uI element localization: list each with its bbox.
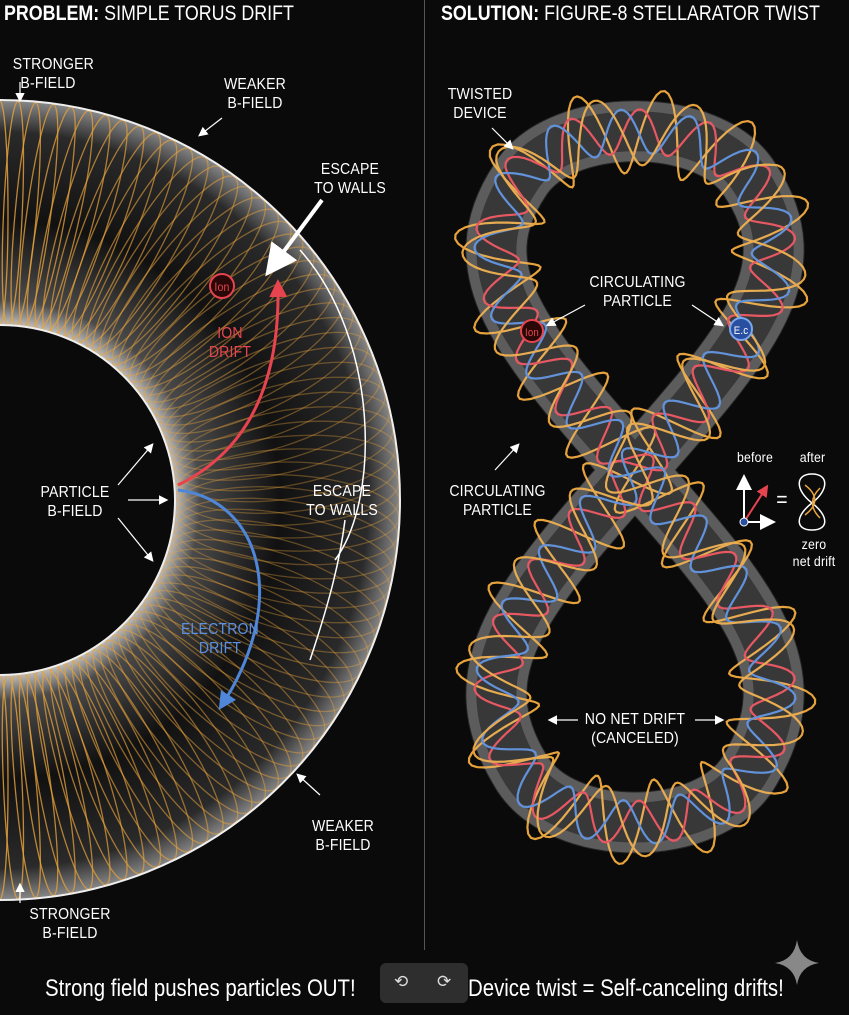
undo-redo-controls: ⟲ ⟳ — [380, 963, 468, 1003]
equals-sign: = — [776, 487, 788, 512]
label-before: before — [737, 449, 773, 465]
right-panel-title: SOLUTION: FIGURE-8 STELLARATOR TWIST — [441, 2, 820, 25]
undo-icon[interactable]: ⟲ — [394, 972, 409, 991]
after-figure8-icon — [798, 473, 826, 531]
sparkle-icon — [775, 940, 819, 985]
ion-particle — [209, 273, 235, 299]
particle-orbit — [454, 89, 817, 866]
escape-arrow-lower — [309, 519, 346, 661]
particle-orbit — [461, 99, 807, 858]
footer-right-caption: Device twist = Self-canceling drifts! — [468, 975, 784, 1002]
torus-outer-edge — [0, 99, 401, 901]
label-no-net-drift: NO NET DRIFT(CANCELED) — [584, 711, 686, 747]
right-pointer-arrows — [491, 127, 725, 725]
before-vectors-icon — [736, 474, 776, 530]
electron-particle — [729, 317, 753, 341]
escape-arrow-curve — [299, 249, 367, 561]
label-pointer-arrows — [15, 82, 321, 903]
redo-icon[interactable]: ⟳ — [437, 972, 452, 991]
left-panel-title: PROBLEM: SIMPLE TORUS DRIFT — [4, 2, 294, 25]
ion-particle-right — [520, 319, 544, 343]
escape-arrow-top — [265, 198, 324, 277]
figure8-particle-orbits — [454, 89, 817, 866]
ion-badge: Ion — [214, 280, 230, 294]
torus-body — [0, 100, 400, 900]
figure8-tube-edges — [465, 100, 805, 854]
particle-orbit — [473, 108, 797, 845]
torus-inner-edge — [0, 324, 176, 676]
electron-drift-arrow — [177, 488, 262, 711]
footer-left-caption: Strong field pushes particles OUT! — [45, 975, 356, 1002]
label-after: after — [799, 449, 826, 465]
ion-badge-right: Ion — [525, 327, 539, 339]
electron-badge: E.c — [733, 325, 749, 337]
ion-drift-arrow — [177, 279, 288, 487]
panel-divider — [424, 0, 425, 950]
field-coil — [0, 674, 9, 900]
